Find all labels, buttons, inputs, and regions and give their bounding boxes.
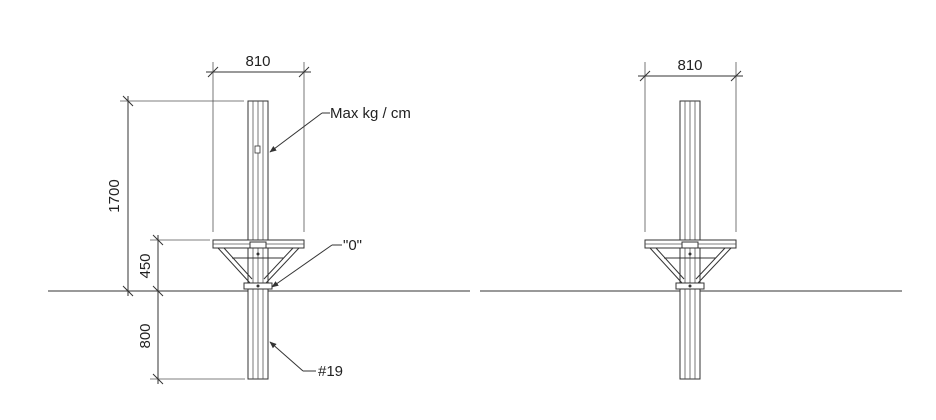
dimension-width-right: 810 xyxy=(638,57,743,232)
platform-right xyxy=(644,239,737,249)
leader-post-number: #19 xyxy=(269,341,343,380)
right-elevation-view: 810 xyxy=(480,57,902,380)
dimension-width-label-right: 810 xyxy=(677,57,702,74)
dimension-width-left: 810 xyxy=(206,53,311,232)
left-elevation-view: 810 1700 450 800 Max xyxy=(48,53,470,385)
dimension-width-label: 810 xyxy=(245,53,270,70)
dimension-embed-depth-label: 800 xyxy=(137,323,154,348)
dimension-embed-depth: 800 xyxy=(137,285,245,385)
leader-max-load: Max kg / cm xyxy=(269,105,411,153)
leader-zero-level: "0" xyxy=(271,237,362,288)
bracing-right xyxy=(649,247,732,290)
dimension-platform-height-label: 450 xyxy=(137,253,154,278)
label-zero-level: "0" xyxy=(343,237,362,254)
label-post-number: #19 xyxy=(318,363,343,380)
dimension-platform-height: 450 xyxy=(137,234,210,296)
dimension-height-total: 1700 xyxy=(106,95,244,297)
dimension-height-total-label: 1700 xyxy=(106,179,123,212)
label-max-load: Max kg / cm xyxy=(330,105,411,122)
bracing-left xyxy=(217,247,300,290)
platform-left xyxy=(212,239,305,249)
